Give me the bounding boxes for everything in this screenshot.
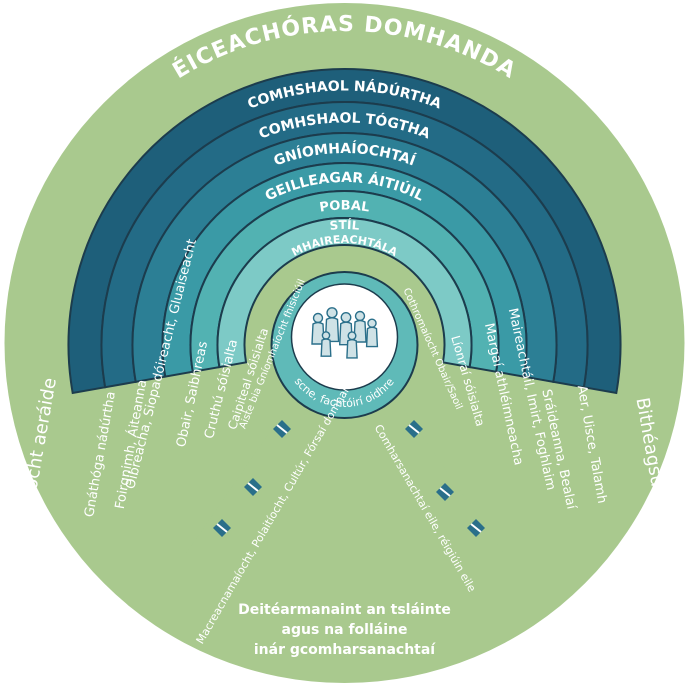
arrow-icon-right-3: [467, 519, 485, 537]
footer-line-3: inár gcomharsanachtaí: [254, 642, 436, 658]
people-illustration: [311, 307, 379, 359]
band-title-5: POBAL: [319, 198, 371, 215]
band-6: [216, 217, 473, 369]
band-title-6-a: STÍL: [329, 217, 360, 233]
arrow-icon-right-2: [436, 483, 454, 501]
arrow-icon-right-1: [405, 420, 423, 438]
influence-wedge: [185, 410, 505, 555]
arrow-icon-left-2: [244, 478, 262, 496]
footer-line-2: agus na folláine: [282, 622, 408, 638]
arrow-icon-left-3: [213, 519, 231, 537]
footer-line-1: Deitéarmanaint an tsláinte: [238, 602, 451, 618]
arrow-icon-left-1: [273, 420, 291, 438]
